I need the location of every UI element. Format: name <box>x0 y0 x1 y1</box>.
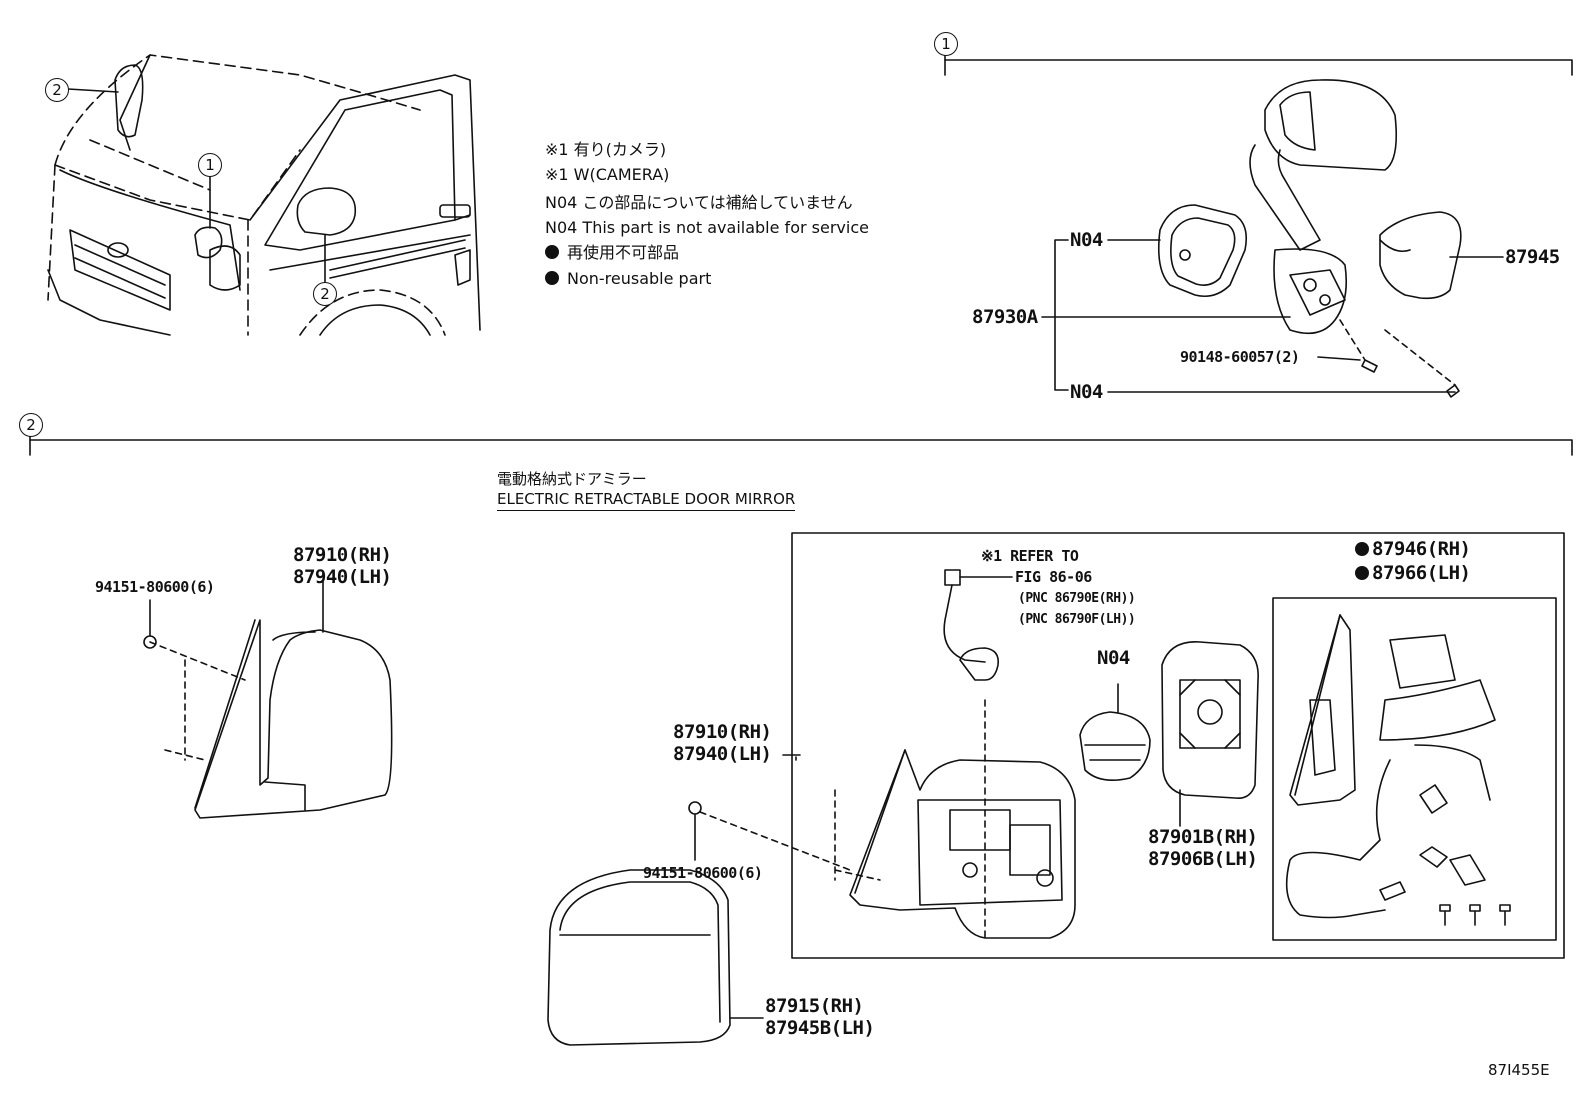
callout-2-van-side: 2 <box>313 282 337 306</box>
van-sketch <box>47 54 481 336</box>
callout-2-section: 2 <box>19 413 43 437</box>
bullet-icon <box>545 271 559 285</box>
label-refer-1: ※1 REFER TO <box>981 547 1079 565</box>
section-2-frame <box>29 434 1573 456</box>
non-reusable-dot-lh <box>1355 566 1369 580</box>
section-title-en: ELECTRIC RETRACTABLE DOOR MIRROR <box>497 490 796 511</box>
label-n04-top: N04 <box>1070 229 1103 251</box>
label-refer-4: (PNC 86790F(LH)) <box>1018 612 1136 627</box>
label-left-mirror-lh: 87940(LH) <box>293 566 392 588</box>
callout-2-van-top: 2 <box>45 78 69 102</box>
label-mid-bolt: 94151-80600(6) <box>643 864 763 882</box>
label-refer-3: (PNC 86790E(RH)) <box>1018 591 1136 606</box>
note-n04-en: N04 This part is not available for servi… <box>545 218 869 237</box>
bullet-icon <box>545 245 559 259</box>
label-n04-bottom: N04 <box>1070 381 1103 403</box>
section-title-jp: 電動格納式ドアミラー <box>497 470 647 488</box>
mirror-outline-top <box>114 64 144 138</box>
section-2-left-mirror <box>143 579 393 819</box>
label-sub-lh: 87966(LH) <box>1372 562 1471 584</box>
figure-id: 87I455E <box>1488 1061 1550 1079</box>
label-mid-mirror-rh: 87910(RH) <box>673 721 772 743</box>
label-refer-2: FIG 86-06 <box>1015 568 1092 586</box>
section-2-box <box>791 532 1565 959</box>
note-nonreusable-en-text: Non-reusable part <box>567 269 712 288</box>
label-left-bolt: 94151-80600(6) <box>95 578 215 596</box>
non-reusable-dot-rh <box>1355 542 1369 556</box>
note-camera-jp: ※1 有り(カメラ) <box>545 140 667 159</box>
callout-1-section: 1 <box>934 32 958 56</box>
label-glass-rh: 87901B(RH) <box>1148 826 1258 848</box>
label-box-n04: N04 <box>1097 647 1130 669</box>
side-mirror-outline <box>296 187 357 236</box>
section-1-parts <box>1041 79 1504 398</box>
note-nonreusable-jp-text: 再使用不可部品 <box>567 243 680 262</box>
label-cover-lh: 87945B(LH) <box>765 1017 875 1039</box>
section-2-mid <box>547 756 851 1046</box>
label-87930a: 87930A <box>972 306 1038 328</box>
label-left-mirror-rh: 87910(RH) <box>293 544 392 566</box>
label-glass-lh: 87906B(LH) <box>1148 848 1258 870</box>
note-nonreusable-jp: 再使用不可部品 <box>545 243 679 263</box>
label-mid-mirror-lh: 87940(LH) <box>673 743 772 765</box>
label-cover-rh: 87915(RH) <box>765 995 864 1017</box>
section-1-frame <box>944 54 1573 76</box>
callout-1-van: 1 <box>198 153 222 177</box>
note-nonreusable-en: Non-reusable part <box>545 269 711 289</box>
note-camera-en: ※1 W(CAMERA) <box>545 165 670 184</box>
note-n04-jp: N04 この部品については補給していません <box>545 193 853 212</box>
label-87945: 87945 <box>1505 246 1560 268</box>
label-90148: 90148-60057(2) <box>1180 348 1300 366</box>
label-sub-rh: 87946(RH) <box>1372 538 1471 560</box>
